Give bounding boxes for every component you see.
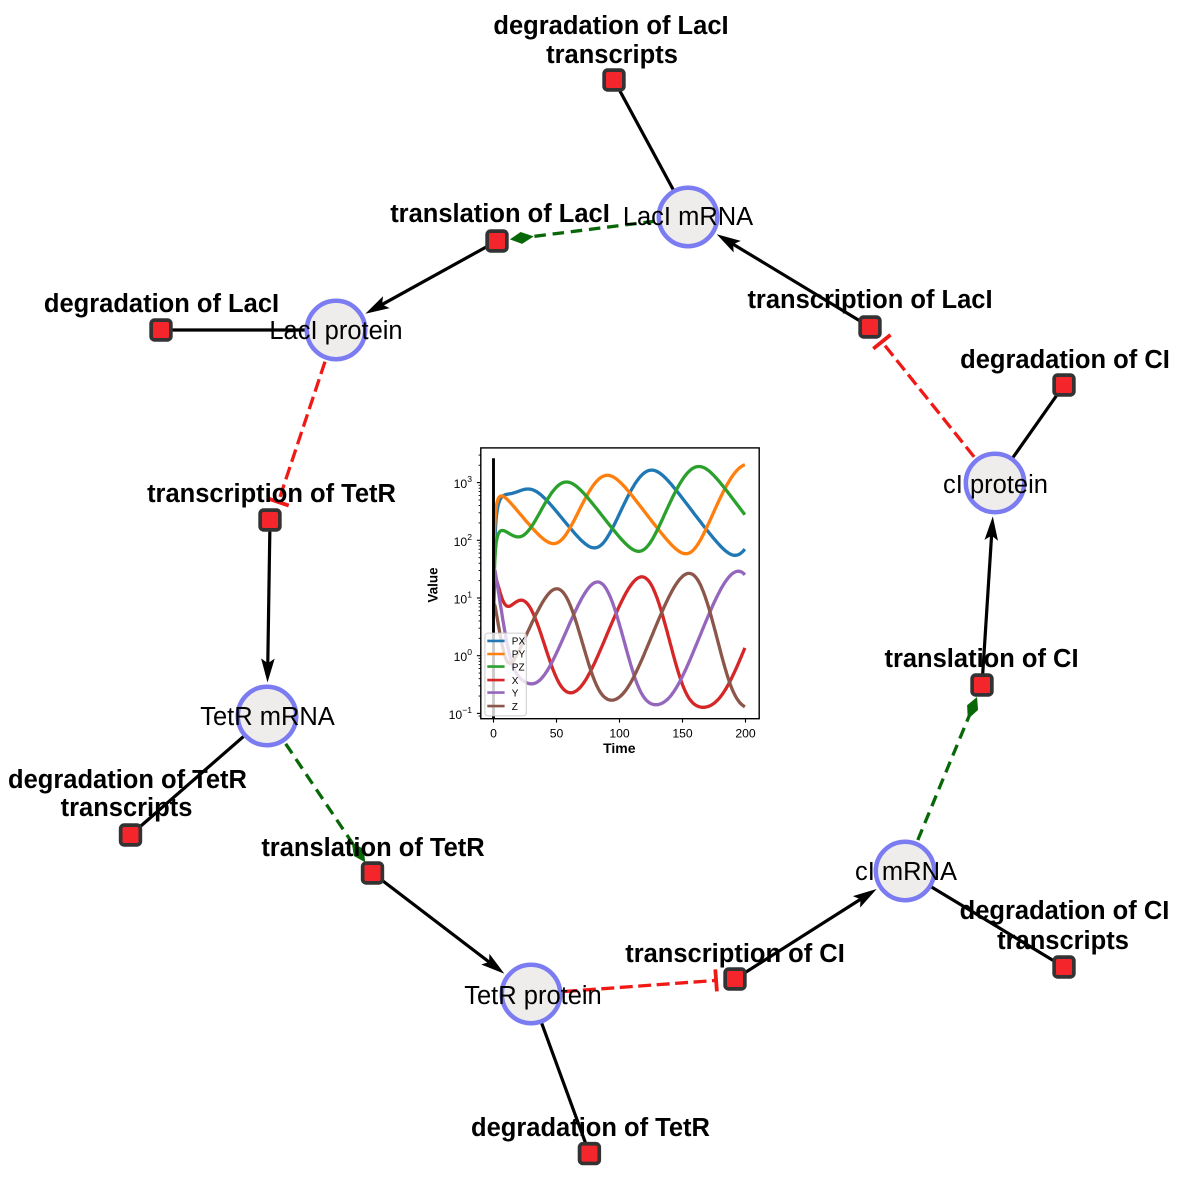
- svg-text:transcription of TetR: transcription of TetR: [147, 480, 396, 508]
- svg-text:TetR protein: TetR protein: [464, 982, 602, 1010]
- svg-text:degradation of LacI: degradation of LacI: [493, 12, 728, 40]
- svg-text:200: 200: [735, 726, 756, 740]
- svg-text:Y: Y: [512, 688, 519, 699]
- svg-text:degradation of LacI: degradation of LacI: [44, 290, 279, 318]
- svg-text:transcripts: transcripts: [997, 927, 1129, 955]
- svg-text:transcripts: transcripts: [61, 794, 193, 822]
- svg-text:Value: Value: [426, 567, 441, 603]
- svg-text:transcripts: transcripts: [546, 41, 678, 69]
- svg-text:degradation of CI: degradation of CI: [960, 346, 1170, 374]
- svg-text:PX: PX: [512, 637, 526, 648]
- svg-text:degradation of CI: degradation of CI: [960, 897, 1170, 925]
- svg-text:transcription of CI: transcription of CI: [625, 940, 845, 968]
- svg-text:degradation of TetR: degradation of TetR: [8, 766, 247, 794]
- svg-text:50: 50: [550, 726, 564, 740]
- svg-text:100: 100: [609, 726, 630, 740]
- svg-text:translation of LacI: translation of LacI: [390, 200, 610, 228]
- svg-text:150: 150: [672, 726, 693, 740]
- svg-text:cI mRNA: cI mRNA: [855, 858, 957, 886]
- svg-text:0: 0: [490, 726, 497, 740]
- svg-text:LacI mRNA: LacI mRNA: [623, 203, 753, 231]
- svg-text:translation of CI: translation of CI: [884, 645, 1078, 673]
- svg-text:X: X: [512, 676, 519, 687]
- svg-text:Z: Z: [512, 702, 518, 713]
- svg-text:cI protein: cI protein: [943, 471, 1048, 499]
- svg-text:Time: Time: [603, 740, 636, 756]
- svg-text:transcription of LacI: transcription of LacI: [747, 286, 992, 314]
- svg-text:TetR mRNA: TetR mRNA: [200, 703, 335, 731]
- svg-text:translation of TetR: translation of TetR: [261, 834, 484, 862]
- svg-text:LacI protein: LacI protein: [269, 317, 402, 345]
- svg-text:degradation of TetR: degradation of TetR: [471, 1114, 710, 1142]
- svg-text:PY: PY: [512, 650, 526, 661]
- svg-text:PZ: PZ: [512, 662, 525, 673]
